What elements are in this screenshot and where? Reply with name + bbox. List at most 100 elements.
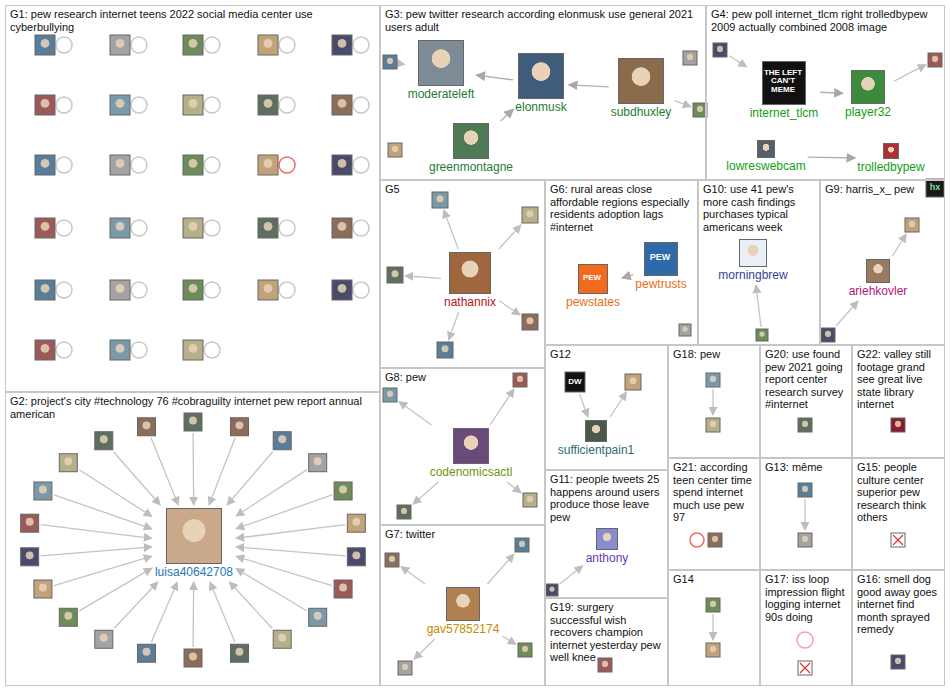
avatar-frame <box>708 533 722 547</box>
avatar-image <box>166 508 222 564</box>
group-heading: G14 <box>669 571 759 586</box>
avatar-image <box>756 329 768 341</box>
avatar-face <box>392 146 398 152</box>
avatar-face <box>64 457 72 465</box>
network-link <box>487 554 514 584</box>
self-loop <box>56 220 72 236</box>
avatar-frame <box>110 280 130 300</box>
avatar-frame <box>693 103 707 117</box>
vertex: luisa40642708 <box>155 508 233 579</box>
avatar-face <box>189 653 197 661</box>
network-link <box>54 556 152 586</box>
network-edge <box>501 109 514 121</box>
avatar-frame <box>891 533 905 547</box>
avatar-frame <box>347 548 365 566</box>
group-heading: G7: twitter <box>381 526 544 541</box>
image-text: DW <box>566 378 584 386</box>
avatar-frame <box>513 373 527 387</box>
avatar-image <box>110 95 130 115</box>
vertex-label: greenmontagne <box>429 160 513 174</box>
self-loop <box>279 37 295 53</box>
vertex: trolledbypew <box>857 143 924 174</box>
avatar-face <box>116 344 125 353</box>
avatar-frame <box>398 661 412 675</box>
group-box: G9: harris_x_ pewariehkovler <box>820 180 945 345</box>
avatar-face <box>41 344 50 353</box>
avatar-face <box>895 421 901 427</box>
avatar-image <box>866 259 890 283</box>
avatar-face <box>264 284 273 293</box>
avatar-face <box>26 551 34 559</box>
self-loop <box>204 342 220 358</box>
avatar-image <box>798 533 812 547</box>
avatar-face <box>517 376 523 382</box>
avatar-frame <box>110 340 130 360</box>
avatar-image <box>138 418 156 436</box>
group-heading: G2: project's city #technology 76 #cobra… <box>6 393 379 420</box>
group-heading: G1: pew research internet teens 2022 soc… <box>6 6 379 33</box>
avatar-frame <box>598 658 612 672</box>
avatar-image <box>21 548 39 566</box>
avatar-face <box>710 421 716 427</box>
avatar-frame <box>138 418 156 436</box>
avatar-face <box>519 541 525 547</box>
group-heading: G8: pew <box>381 369 544 384</box>
avatar-image <box>183 280 203 300</box>
group-box: G2: project's city #technology 76 #cobra… <box>5 392 380 686</box>
network-link <box>499 301 520 316</box>
avatar-image <box>334 580 352 598</box>
avatar-face <box>338 39 347 48</box>
avatar-face <box>338 159 347 168</box>
vertex-label: luisa40642708 <box>155 565 233 579</box>
avatar-image <box>332 35 352 55</box>
avatar-frame <box>518 643 532 657</box>
avatar-frame <box>332 280 352 300</box>
avatar-image <box>926 179 944 197</box>
avatar-image <box>449 252 491 294</box>
avatar-frame <box>679 324 691 336</box>
network-link <box>113 452 160 505</box>
avatar-image <box>35 95 55 115</box>
avatar-frame <box>332 155 352 175</box>
network-link <box>405 276 441 279</box>
group-heading: G15: people culture center superior pew … <box>853 459 944 524</box>
avatar-frame <box>110 95 130 115</box>
avatar-face <box>41 99 50 108</box>
network-link <box>756 285 761 327</box>
avatar-image <box>546 584 558 596</box>
avatar-image <box>332 95 352 115</box>
avatar-frame <box>387 267 403 283</box>
avatar-image <box>332 218 352 238</box>
avatar-face <box>932 56 938 62</box>
avatar-image <box>798 418 812 432</box>
avatar-image <box>596 528 618 550</box>
avatar-frame <box>706 598 720 612</box>
avatar-face <box>264 159 273 168</box>
avatar-face <box>522 646 528 652</box>
avatar-face <box>189 284 198 293</box>
avatar-image <box>821 328 835 342</box>
vertex: pewstates <box>566 264 620 309</box>
network-link <box>499 225 521 249</box>
vertex-label: player32 <box>845 105 891 119</box>
avatar-face <box>41 222 50 231</box>
network-link <box>449 312 459 340</box>
group-box: G21: according teen center time spend in… <box>668 458 760 570</box>
avatar-frame <box>397 505 411 519</box>
network-edge <box>569 85 609 87</box>
avatar-frame <box>334 482 352 500</box>
avatar-frame <box>798 661 812 675</box>
avatar-frame <box>273 432 291 450</box>
avatar-face <box>710 601 716 607</box>
avatar-image <box>183 340 203 360</box>
avatar-frame <box>258 35 278 55</box>
avatar-frame <box>309 454 327 472</box>
avatar-image <box>706 598 720 612</box>
avatar-face <box>143 648 151 656</box>
avatar-face <box>264 222 273 231</box>
avatar-image <box>432 192 448 208</box>
avatar-face <box>189 39 198 48</box>
avatar-image <box>230 418 248 436</box>
avatar-face <box>116 222 125 231</box>
self-loop <box>56 282 72 298</box>
